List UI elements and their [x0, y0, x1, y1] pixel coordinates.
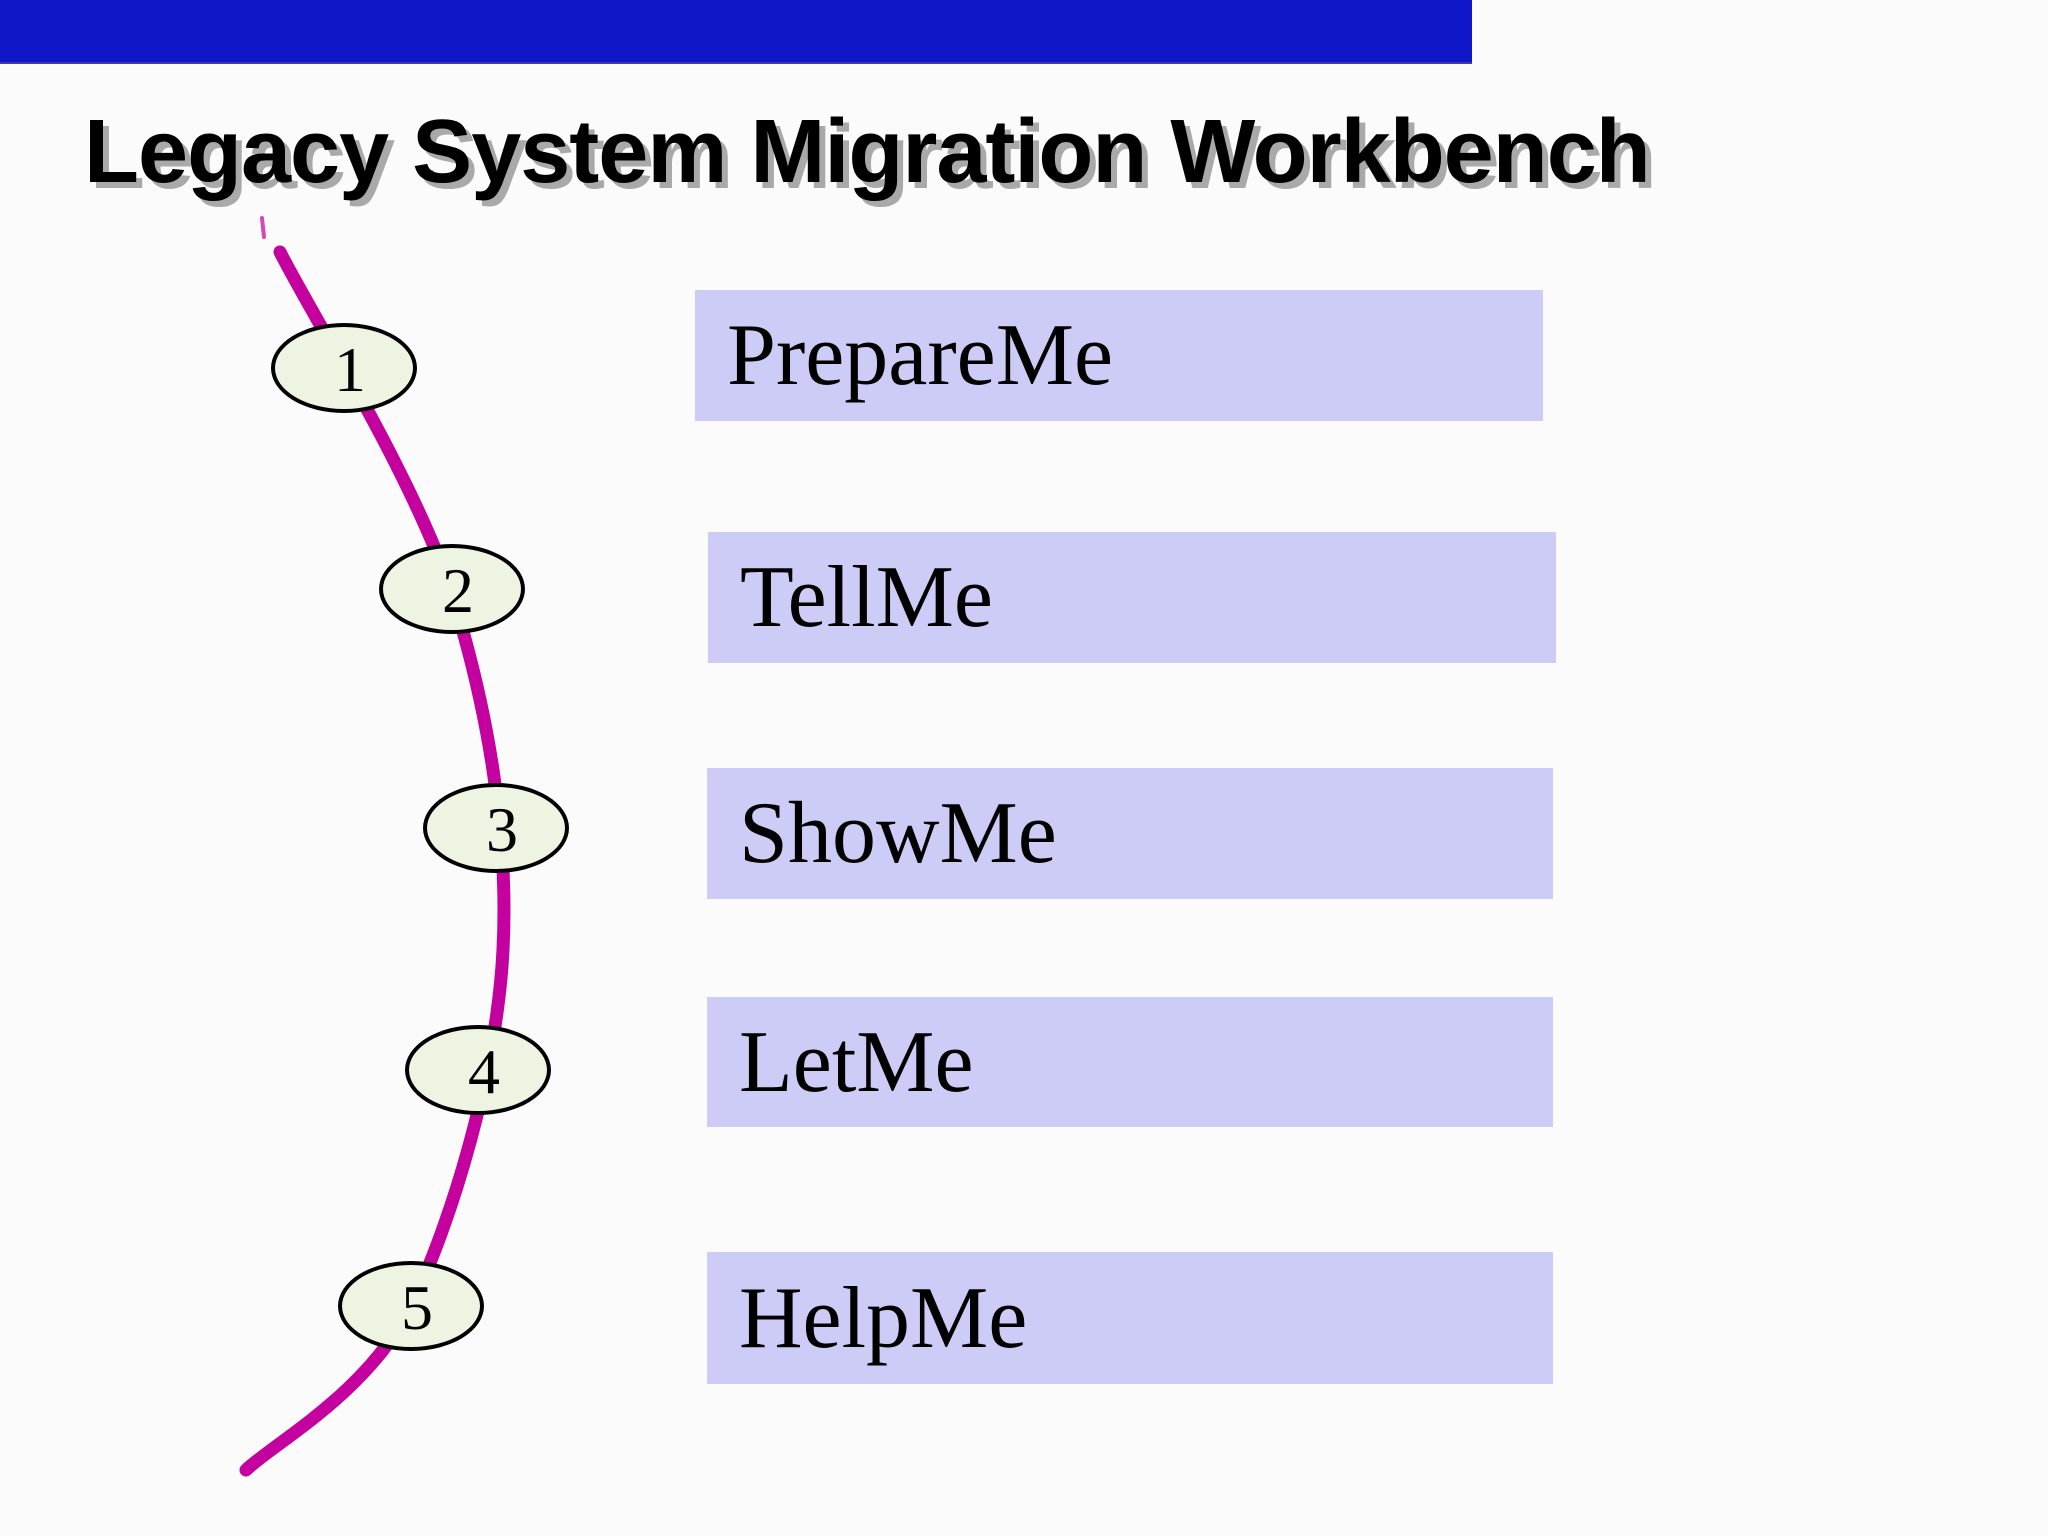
step-number-1: 1	[334, 334, 366, 405]
curve-path	[239, 245, 511, 1477]
step-marker-2: 2	[379, 544, 525, 634]
step-marker-1: 1	[271, 323, 417, 413]
step-label: HelpMe	[739, 1269, 1028, 1367]
step-marker-4: 4	[405, 1025, 551, 1115]
step-number-5: 5	[401, 1272, 433, 1343]
step-number-2: 2	[442, 555, 474, 626]
header-bar	[0, 0, 1472, 64]
step-label: TellMe	[740, 549, 993, 646]
step-label-box-prepareme: PrepareMe	[695, 290, 1543, 421]
step-marker-3: 3	[423, 783, 569, 873]
step-label: LetMe	[739, 1013, 974, 1111]
step-label-box-helpme: HelpMe	[707, 1252, 1553, 1384]
step-number-3: 3	[486, 794, 518, 865]
step-label: PrepareMe	[727, 307, 1114, 404]
step-label-box-letme: LetMe	[707, 997, 1553, 1127]
step-label-box-tellme: TellMe	[708, 532, 1556, 663]
step-number-4: 4	[468, 1036, 500, 1107]
step-label-box-showme: ShowMe	[707, 768, 1553, 899]
step-label: ShowMe	[739, 785, 1057, 882]
page-title: Legacy System Migration Workbench	[84, 102, 1651, 202]
step-marker-5: 5	[338, 1261, 484, 1351]
curve-start-tick	[260, 216, 266, 239]
